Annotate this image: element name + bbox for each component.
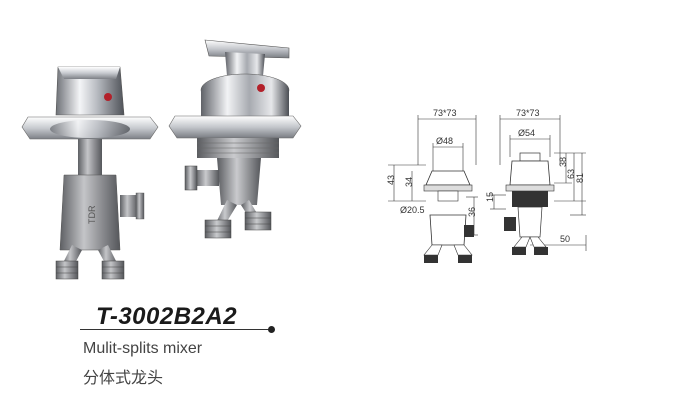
casting-mark: TDR: [87, 205, 97, 224]
dim-left-top-width: 73*73: [433, 108, 457, 118]
valve-photo-right: [168, 39, 302, 239]
product-name-chinese: 分体式龙头: [83, 368, 164, 387]
caption-divider: [80, 329, 270, 330]
hot-indicator-icon: [257, 84, 265, 92]
hot-indicator-icon: [104, 93, 112, 101]
dim-right-width-50: 50: [560, 234, 570, 244]
dim-right-height-15: 15: [485, 192, 495, 202]
dim-left-diameter-top: Ø48: [436, 136, 453, 146]
valve-photo-left: TDR: [21, 66, 159, 280]
technical-drawing-left: 73*73 Ø48 Ø20.5 43 34 36: [386, 108, 478, 263]
dim-right-diameter-top: Ø54: [518, 128, 535, 138]
dim-left-height-body: 34: [404, 177, 414, 187]
dim-left-height-total: 43: [386, 175, 396, 185]
divider-dot: [268, 326, 275, 333]
dim-right-height-63: 63: [566, 169, 576, 179]
dim-left-height-lower: 36: [467, 207, 477, 217]
model-number: T-3002B2A2: [96, 303, 238, 330]
dim-right-height-81: 81: [575, 173, 585, 183]
dim-right-height-38: 38: [558, 157, 568, 167]
technical-drawing-right: 73*73 Ø54 38 63 81 15 50: [485, 108, 587, 255]
product-name-english: Mulit-splits mixer: [83, 340, 203, 357]
dim-left-diameter-bottom: Ø20.5: [400, 205, 425, 215]
dim-right-top-width: 73*73: [516, 108, 540, 118]
